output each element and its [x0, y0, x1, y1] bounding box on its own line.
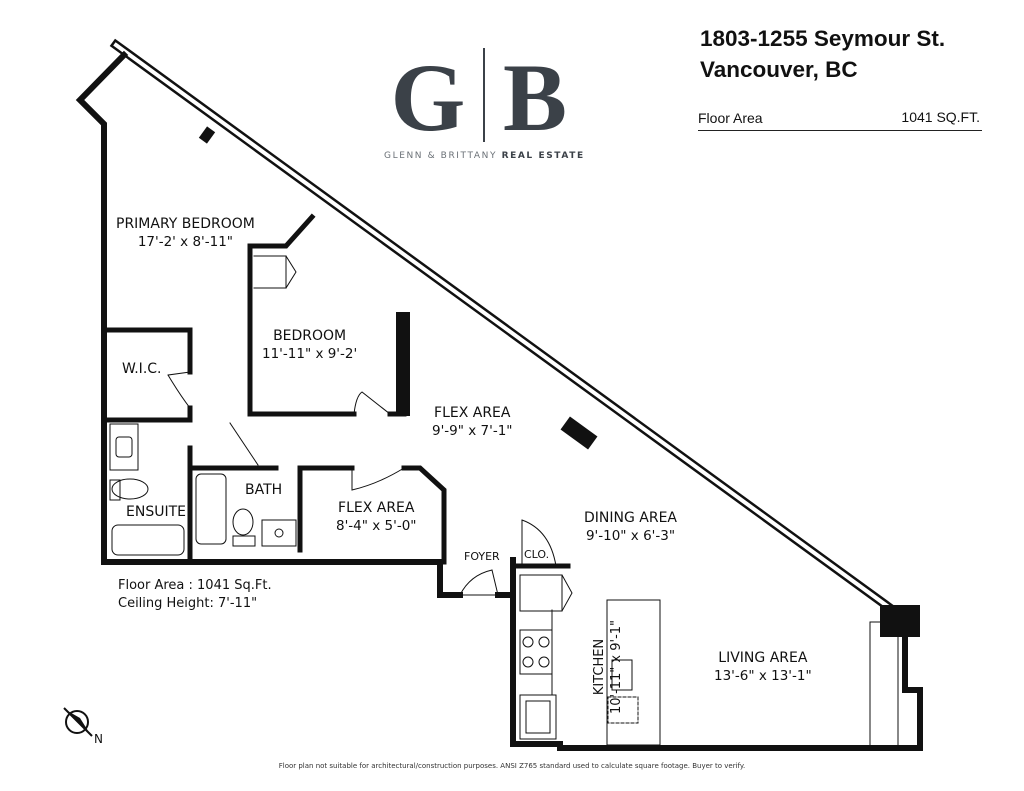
room-wic: W.I.C.: [122, 360, 162, 378]
ensuite-vanity: [109, 423, 139, 471]
closet-door: [521, 519, 557, 567]
room-ensuite: ENSUITE: [126, 503, 186, 521]
room-foyer: FOYER: [464, 548, 500, 566]
cooktop-burners: [522, 636, 550, 668]
bedroom-name: BEDROOM: [273, 328, 347, 344]
exterior-wall-south: [510, 557, 923, 751]
column-flex: [560, 416, 598, 450]
brand-subtitle-plain: GLENN & BRITTANY: [384, 151, 502, 161]
foyer-door: [459, 569, 499, 596]
room-bath: BATH: [245, 481, 282, 499]
wic-door: [167, 371, 191, 409]
bath-vanity: [261, 519, 297, 547]
fridge-door: [561, 574, 573, 612]
compass: N: [60, 704, 110, 748]
north-arrow-icon: [63, 707, 93, 737]
wic-name: W.I.C.: [122, 361, 162, 377]
room-flex-area-2: FLEX AREA 8'-4" x 5'-0": [336, 499, 417, 535]
compass-label: N: [94, 732, 103, 746]
ensuite-toilet-tank: [109, 479, 121, 501]
ensuite-sink: [115, 436, 133, 458]
brand-subtitle-bold: REAL ESTATE: [501, 151, 585, 161]
room-closet: CLO.: [524, 546, 549, 564]
room-bedroom: BEDROOM 11'-11" x 9'-2': [262, 327, 357, 363]
ensuite-toilet: [111, 478, 149, 500]
corner-column: [880, 605, 920, 637]
bath-sink: [274, 528, 284, 538]
floor-area-value: 1041 SQ.FT.: [901, 109, 980, 125]
living-area-dims: 13'-6" x 13'-1": [714, 668, 812, 684]
island-sink: [611, 659, 633, 691]
ensuite-tub: [111, 524, 185, 556]
flex2-door: [351, 467, 405, 491]
wic-wall-bottom: [101, 405, 193, 423]
bath-tub: [195, 473, 227, 545]
note-ceiling-height: Ceiling Height: 7'-11": [118, 596, 258, 611]
room-dining-area: DINING AREA 9'-10" x 6'-3": [584, 509, 677, 545]
cooktop: [519, 629, 553, 675]
window-glazing: [113, 42, 893, 611]
closet-name: CLO.: [524, 548, 550, 561]
fridge: [519, 574, 563, 612]
kitchen-dims: 10'-11" x 9'-1": [609, 619, 624, 715]
kitchen-island: [606, 599, 661, 746]
bedroom-dims: 11'-11" x 9'-2': [262, 346, 358, 362]
ensuite-door: [229, 422, 259, 466]
dining-area-name: DINING AREA: [584, 510, 678, 526]
disclaimer: Floor plan not suitable for architectura…: [278, 762, 746, 770]
bath-name: BATH: [245, 482, 283, 498]
bedroom-wall: [247, 213, 357, 417]
primary-bedroom-dims: 17'-2' x 8'-11": [137, 234, 234, 250]
dining-area-dims: 9'-10" x 6'-3": [585, 528, 676, 544]
flex-area-2-dims: 8'-4" x 5'-0": [336, 518, 417, 534]
floor-area-label: Floor Area: [698, 110, 763, 126]
kitchen-sink-basin: [525, 700, 551, 734]
window-mullion: [198, 126, 216, 144]
bedroom-door: [353, 391, 391, 415]
floor-area-row: Floor Area 1041 SQ.FT.: [698, 108, 982, 131]
brand-letter-g: G: [391, 48, 466, 144]
address-line-1: 1803-1255 Seymour St.: [700, 26, 946, 51]
bath-toilet-tank: [232, 535, 256, 547]
bath-toilet: [232, 508, 254, 536]
flex2-wall-right: [401, 465, 447, 565]
room-flex-area-1: FLEX AREA 9'-9" x 7'-1": [432, 404, 513, 440]
ensuite-name: ENSUITE: [126, 504, 186, 520]
note-floor-area: Floor Area : 1041 Sq.Ft.: [118, 578, 272, 593]
bedroom-closet-door: [285, 255, 297, 289]
flex-area-2-name: FLEX AREA: [338, 500, 415, 516]
brand-letters: G B: [391, 48, 567, 144]
address-line-2: Vancouver, BC: [700, 57, 858, 82]
brand-letter-b: B: [503, 48, 567, 144]
living-closet: [869, 621, 899, 749]
wic-wall: [101, 327, 193, 375]
column-bedroom: [396, 312, 410, 416]
kitchen-sink: [519, 694, 557, 740]
flex-area-1-dims: 9'-9" x 7'-1": [432, 423, 513, 439]
primary-bedroom-name: PRIMARY BEDROOM: [116, 216, 255, 232]
bedroom-closet: [253, 255, 287, 289]
living-area-name: LIVING AREA: [718, 650, 808, 666]
room-primary-bedroom: PRIMARY BEDROOM 17'-2' x 8'-11": [116, 215, 255, 251]
kitchen-name: KITCHEN: [592, 638, 607, 696]
flex-area-1-name: FLEX AREA: [434, 405, 511, 421]
room-living-area: LIVING AREA 13'-6" x 13'-1": [714, 649, 812, 685]
foyer-name: FOYER: [464, 550, 500, 563]
brand-subtitle: GLENN & BRITTANY REAL ESTATE: [384, 151, 585, 161]
dishwasher: [607, 696, 639, 724]
room-kitchen: KITCHEN 10'-11" x 9'-1": [591, 607, 625, 727]
